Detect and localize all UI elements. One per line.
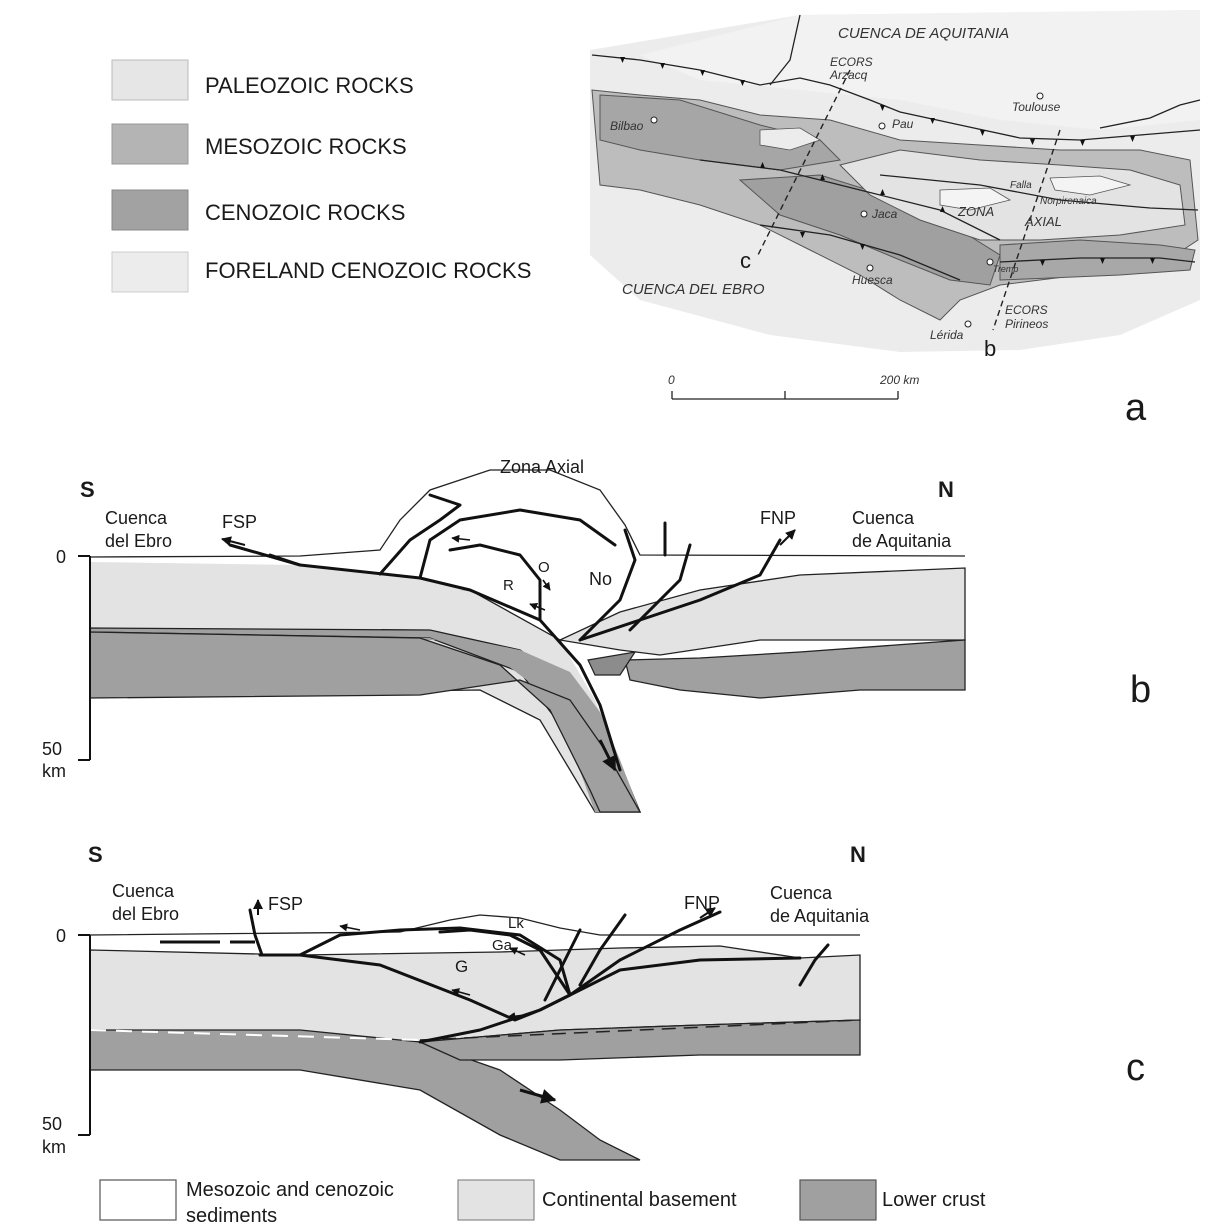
- legend-label-mesozoic: MESOZOIC ROCKS: [205, 134, 407, 159]
- section-b-unit-r: R: [503, 577, 514, 594]
- map-city-dot-toulouse: [1037, 93, 1043, 99]
- section-b-depth-label-bottom: 50: [42, 739, 62, 759]
- section-b-unit-o: O: [538, 559, 550, 576]
- section-c-left-basin-2: del Ebro: [112, 904, 179, 924]
- map-label-bilbao: Bilbao: [610, 119, 644, 133]
- map-label-ebro: CUENCA DEL EBRO: [622, 281, 765, 298]
- legend-swatch-foreland: [112, 252, 188, 292]
- panel-letter-c: c: [1126, 1047, 1145, 1089]
- map-city-dot-tremp: [987, 259, 993, 265]
- section-c-north: N: [850, 842, 866, 867]
- section-b-basement-north: [560, 568, 965, 655]
- cross-section-b: 0 50 km S N Zona Axial Cuenca del Ebro C…: [42, 457, 1151, 812]
- map-label-huesca: Huesca: [852, 273, 893, 287]
- section-c-fnp: FNP: [684, 893, 720, 913]
- bottom-legend: Mesozoic and cenozoic sediments Continen…: [100, 1179, 986, 1227]
- section-b-thrust-r: [420, 510, 615, 578]
- section-b-right-basin-1: Cuenca: [852, 508, 915, 528]
- section-c-south: S: [88, 842, 103, 867]
- legend-label-basement: Continental basement: [542, 1189, 737, 1211]
- section-b-title: Zona Axial: [500, 457, 584, 477]
- section-b-depth-unit: km: [42, 761, 66, 781]
- section-c-depth-label-bottom: 50: [42, 1114, 62, 1134]
- map-label-axial: AXIAL: [1024, 214, 1062, 229]
- section-b-thrust-upper: [380, 495, 460, 574]
- section-b-depth-label-top: 0: [56, 547, 66, 567]
- map-city-dot-huesca: [867, 265, 873, 271]
- legend-label-sediments-1: Mesozoic and cenozoic: [186, 1179, 394, 1201]
- section-b-fsp: FSP: [222, 512, 257, 532]
- map-scale-bar: 0 200 km: [668, 373, 919, 399]
- map-city-dot-jaca: [861, 211, 867, 217]
- cross-section-c: 0 50 km S N Cuenca del Ebro Cuenca de Aq…: [42, 820, 1145, 1160]
- map-city-dot-bilbao: [651, 117, 657, 123]
- section-b-left-basin-1: Cuenca: [105, 508, 168, 528]
- map-label-ecors-arzacq-2: Arzacq: [829, 68, 868, 82]
- legend-label-sediments-2: sediments: [186, 1205, 277, 1227]
- map-city-dot-pau: [879, 123, 885, 129]
- section-b-north: N: [938, 477, 954, 502]
- section-c-fsp-fault: [250, 910, 262, 955]
- legend-label-lower-crust: Lower crust: [882, 1189, 986, 1211]
- legend-swatch-cenozoic: [112, 190, 188, 230]
- section-b-arrow-fsp: [222, 539, 245, 545]
- map-label-ecors-arzacq-1: ECORS: [830, 55, 873, 69]
- legend-swatch-paleozoic: [112, 60, 188, 100]
- map-label-ecors-pirineos-1: ECORS: [1005, 303, 1048, 317]
- legend-label-foreland: FORELAND CENOZOIC ROCKS: [205, 258, 531, 283]
- section-c-basement: [90, 820, 860, 960]
- legend-swatch-basement: [458, 1180, 534, 1220]
- map-label-toulouse: Toulouse: [1012, 100, 1061, 114]
- geologic-map: CUENCA DE AQUITANIA CUENCA DEL EBRO ECOR…: [590, 10, 1200, 429]
- section-b-left-basin-2: del Ebro: [105, 531, 172, 551]
- panel-letter-b: b: [1130, 669, 1151, 711]
- section-c-unit-lk: Lk: [508, 915, 524, 932]
- legend-swatch-mesozoic: [112, 124, 188, 164]
- section-b-arrow-fnp: [780, 530, 795, 545]
- map-label-aquitania: CUENCA DE AQUITANIA: [838, 25, 1009, 42]
- map-label-zona: ZONA: [957, 204, 994, 219]
- section-c-unit-ga: Ga: [492, 937, 513, 954]
- section-b-right-basin-2: de Aquitania: [852, 531, 952, 551]
- section-c-depth-label-top: 0: [56, 926, 66, 946]
- map-label-norpirenaica: Norpirenaica: [1040, 196, 1097, 207]
- section-b-arrow-r: [530, 604, 545, 610]
- map-label-ecors-pirineos-2: Pirineos: [1005, 317, 1048, 331]
- section-b-arrow-o: [543, 580, 550, 590]
- legend-label-paleozoic: PALEOZOIC ROCKS: [205, 73, 414, 98]
- section-c-right-basin-1: Cuenca: [770, 883, 833, 903]
- top-legend: PALEOZOIC ROCKS MESOZOIC ROCKS CENOZOIC …: [112, 60, 531, 292]
- map-label-tremp: Tremp: [993, 264, 1018, 274]
- section-c-right-basin-2: de Aquitania: [770, 906, 870, 926]
- map-label-falla: Falla: [1010, 180, 1032, 191]
- section-c-arrow-top: [340, 926, 360, 930]
- map-label-pau: Pau: [892, 117, 914, 131]
- map-label-jaca: Jaca: [871, 207, 898, 221]
- map-section-label-c: c: [740, 248, 751, 273]
- section-b-unit-no: No: [589, 569, 612, 589]
- map-city-dot-lerida: [965, 321, 971, 327]
- section-b-arrow-top: [452, 538, 470, 540]
- section-c-left-basin-1: Cuenca: [112, 881, 175, 901]
- map-label-lerida: Lérida: [930, 328, 964, 342]
- map-section-label-b: b: [984, 336, 996, 361]
- map-scale-end: 200 km: [879, 373, 919, 387]
- section-c-depth-unit: km: [42, 1137, 66, 1157]
- legend-swatch-lower-crust: [800, 1180, 876, 1220]
- map-scale-start: 0: [668, 373, 675, 387]
- section-b-fnp: FNP: [760, 508, 796, 528]
- legend-label-cenozoic: CENOZOIC ROCKS: [205, 200, 405, 225]
- section-c-fsp: FSP: [268, 894, 303, 914]
- legend-swatch-sediments: [100, 1180, 176, 1220]
- panel-letter-a: a: [1125, 387, 1147, 429]
- section-b-south: S: [80, 477, 95, 502]
- section-c-unit-g: G: [455, 957, 468, 976]
